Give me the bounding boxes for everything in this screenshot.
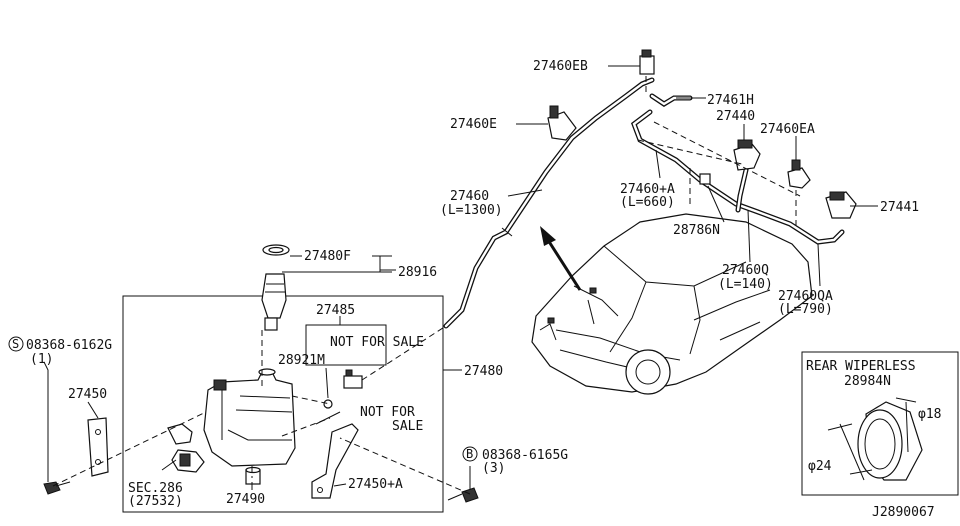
label-27460: 27460 xyxy=(450,189,489,204)
label-27460q-length: (L=140) xyxy=(718,277,773,292)
grommet-27490 xyxy=(245,466,261,485)
label-s-symbol: S xyxy=(12,337,19,351)
label-27460a: 27460+A xyxy=(620,182,675,197)
label-27485: 27485 xyxy=(316,303,355,318)
label-sec286: SEC.286 xyxy=(128,481,183,496)
label-sale-2: SALE xyxy=(392,419,423,434)
bracket-27450a xyxy=(311,423,359,499)
valve-27460ea xyxy=(787,159,811,189)
label-27460eb: 27460EB xyxy=(533,59,588,74)
label-dia24: φ24 xyxy=(808,459,832,474)
label-27460qa-length: (L=790) xyxy=(778,302,833,317)
car-illustration xyxy=(531,213,813,395)
label-27460ea: 27460EA xyxy=(760,122,815,137)
bolt-b xyxy=(447,487,479,503)
nozzle-27441 xyxy=(825,191,857,219)
nozzle-27440 xyxy=(733,139,761,171)
label-28921m: 28921M xyxy=(278,353,325,368)
label-28786n: 28786N xyxy=(673,223,720,238)
level-sensor xyxy=(323,369,363,409)
label-27460-length: (L=1300) xyxy=(440,203,503,218)
label-27461h: 27461H xyxy=(707,93,754,108)
label-not-for-sale-1: NOT FOR SALE xyxy=(330,335,424,350)
connector-27460eb xyxy=(639,49,655,75)
label-bolt-08368-6162g: 08368-6162G xyxy=(26,338,112,353)
label-not-for-2: NOT FOR xyxy=(360,405,415,420)
label-bolt-b-qty: (3) xyxy=(482,461,505,476)
s-symbol-circle xyxy=(8,336,24,352)
not-for-sale-box xyxy=(305,324,387,366)
plug-28984n xyxy=(857,401,923,481)
label-28916: 28916 xyxy=(398,265,437,280)
label-27460a-length: (L=660) xyxy=(620,195,675,210)
locator-arrow xyxy=(540,226,582,291)
clip-27460e xyxy=(547,105,577,141)
label-27490: 27490 xyxy=(226,492,265,507)
label-27440: 27440 xyxy=(716,109,755,124)
label-27450a: 27450+A xyxy=(348,477,403,492)
washer-pump xyxy=(167,423,205,473)
diagram-id: J2890067 xyxy=(872,505,935,520)
main-hose-27460 xyxy=(443,77,655,329)
rear-wiperless-title: REAR WIPERLESS xyxy=(806,359,916,374)
filler-neck xyxy=(261,244,290,331)
label-bolt-s-qty: (1) xyxy=(30,352,53,367)
label-27441: 27441 xyxy=(880,200,919,215)
label-28984n: 28984N xyxy=(844,374,891,389)
label-27460e: 27460E xyxy=(450,117,497,132)
label-27480: 27480 xyxy=(464,364,503,379)
washer-tank xyxy=(203,368,296,467)
joint-28786n xyxy=(699,173,711,185)
label-dia18: φ18 xyxy=(918,407,941,422)
label-sec286-ref: (27532) xyxy=(128,494,183,509)
label-27460q: 27460Q xyxy=(722,263,769,278)
rear-wiperless-box xyxy=(801,351,959,496)
label-b-symbol: B xyxy=(466,447,473,461)
b-symbol-circle xyxy=(462,446,478,462)
label-27450: 27450 xyxy=(68,387,107,402)
label-27460qa: 27460QA xyxy=(778,289,833,304)
label-27480f: 27480F xyxy=(304,249,351,264)
label-bolt-08368-6165g: 08368-6165G xyxy=(482,448,568,463)
